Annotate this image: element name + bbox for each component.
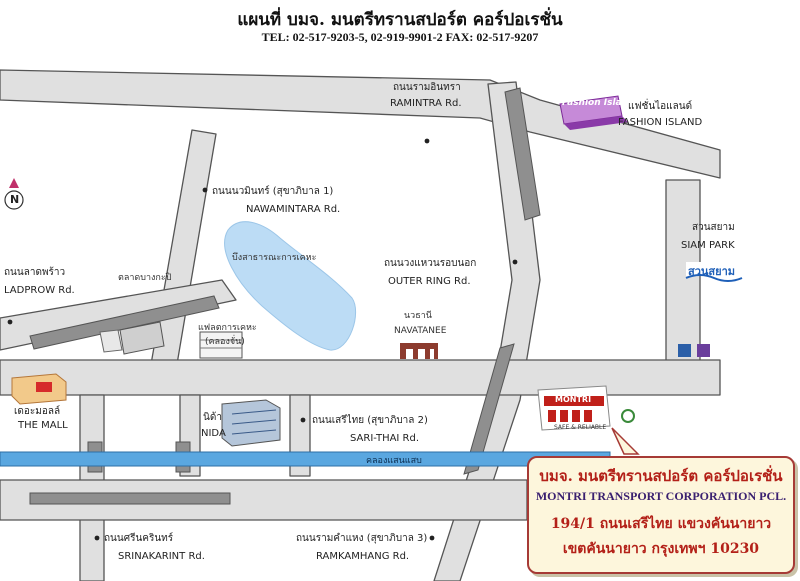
- label-ramintra-th: ถนนรามอินทรา: [393, 82, 461, 93]
- label-dots: [7, 138, 518, 541]
- label-ramkamhang-en: RAMKAMHANG Rd.: [316, 551, 410, 562]
- label-navatanee-en: NAVATANEE: [394, 326, 447, 336]
- label-ladprow-en: LADPROW Rd.: [4, 285, 75, 296]
- siam-park-logo-text: สวนสยาม: [688, 265, 735, 278]
- lake: [224, 221, 357, 351]
- gas-station-icon: [621, 409, 635, 423]
- label-ladprow-th: ถนนลาดพร้าว: [4, 267, 66, 278]
- label-siam-park-en: SIAM PARK: [681, 240, 735, 251]
- median-outer: [463, 343, 515, 475]
- label-the-mall-th: เดอะมอลล์: [14, 406, 61, 417]
- label-the-mall-en: THE MALL: [18, 420, 68, 431]
- label-siam-park-th: สวนสยาม: [692, 222, 735, 233]
- label-srinakarint-en: SRINAKARINT Rd.: [118, 551, 205, 562]
- median-ladprow: [29, 295, 220, 350]
- label-nida-th: นิด้า: [203, 412, 222, 423]
- label-housing-flats-1: แฟลตการเคหะ: [198, 323, 257, 333]
- montri-building: [537, 385, 611, 431]
- contact-line: TEL: 02-517-9203-5, 02-919-9901-2 FAX: 0…: [261, 30, 539, 44]
- company-name-en: MONTRI TRANSPORT CORPORATION PCL.: [535, 489, 787, 503]
- label-housing-flats-2: (คลองจั่น): [205, 337, 245, 347]
- compass-letter: N: [10, 193, 20, 206]
- housing-flats-building: [199, 331, 243, 359]
- label-fashion-island-th: แฟชั่นไอแลนด์: [628, 101, 693, 112]
- label-ramintra-en: RAMINTRA Rd.: [390, 98, 462, 109]
- label-ramkamhang-th: ถนนรามคำแหง (สุขาภิบาล 3): [296, 533, 428, 544]
- label-canal: คลองแสนแสบ: [366, 456, 422, 466]
- label-nawamintara-th: ถนนนวมินทร์ (สุขาภิบาล 1): [212, 186, 334, 197]
- median-ramkamhang: [29, 492, 231, 505]
- map-title: แผนที่ บมจ. มนตรีทรานสปอร์ต คอร์ปอเรชั่น: [237, 10, 563, 30]
- label-nawamintara-en: NAWAMINTARA Rd.: [246, 204, 341, 215]
- fashion-island-building: [559, 95, 628, 130]
- medians: [29, 87, 541, 505]
- label-outer-ring-en: OUTER RING Rd.: [388, 276, 471, 287]
- label-sari-thai-th: ถนนเสรีไทย (สุขาภิบาล 2): [312, 415, 428, 426]
- callout-pointer: [611, 427, 640, 455]
- bank-logos: [678, 344, 710, 357]
- montri-logo-text: MONTRI: [555, 395, 592, 404]
- montri-tagline: SAFE & RELIABLE: [554, 424, 607, 431]
- fashion-island-logo: Fashion Island: [562, 98, 635, 108]
- company-address-line2: เขตคันนายาว กรุงเทพฯ 10230: [562, 541, 760, 557]
- label-sari-thai-en: SARI-THAI Rd.: [350, 433, 420, 444]
- siam-park-logo: [685, 262, 743, 282]
- median-ramintra: [504, 87, 541, 221]
- company-name-th: บมจ. มนตรีทรานสปอร์ต คอร์ปอเรชั่น: [539, 467, 783, 485]
- road-sari-thai: [0, 359, 721, 396]
- label-srinakarint-th: ถนนศรีนครินทร์: [104, 533, 174, 544]
- label-outer-ring-th: ถนนวงแหวนรอบนอก: [384, 258, 477, 269]
- label-bangkapi-market: ตลาดบางกะปิ: [118, 273, 172, 283]
- nida-building: [221, 399, 281, 447]
- the-mall-box: [11, 373, 67, 405]
- label-navatanee-th: นวธานี: [404, 311, 432, 321]
- company-address-box: บมจ. มนตรีทรานสปอร์ต คอร์ปอเรชั่น MONTRI…: [527, 456, 795, 574]
- market-building: [99, 321, 165, 355]
- canal-saen-saep: [0, 451, 611, 467]
- label-nida-en: NIDA: [201, 428, 226, 439]
- company-address-line1: 194/1 ถนนเสรีไทย แขวงคันนายาว: [550, 516, 772, 532]
- compass-icon: [4, 178, 24, 210]
- label-fashion-island-en: FASHION ISLAND: [618, 117, 703, 128]
- label-lake: บึงสาธารณะการเคหะ: [232, 253, 317, 263]
- navatanee-gate: [400, 343, 438, 359]
